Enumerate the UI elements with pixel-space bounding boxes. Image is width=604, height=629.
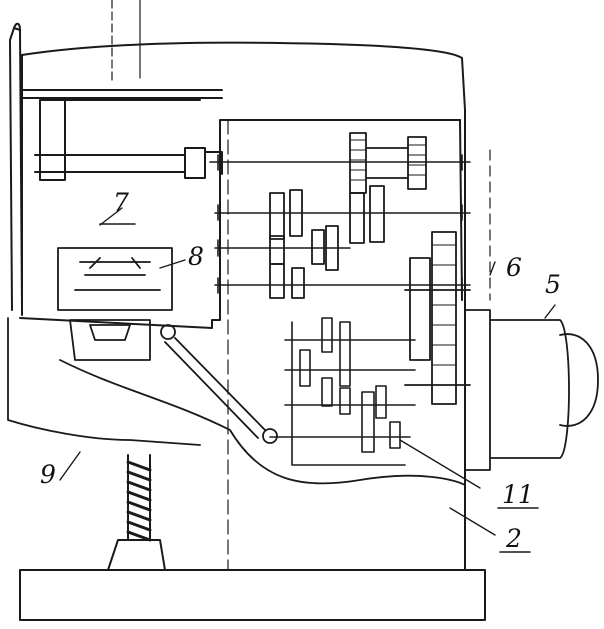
upper-gear-cluster xyxy=(269,132,427,299)
callout-6: 6 xyxy=(506,253,522,282)
lower-gear-cluster xyxy=(269,317,416,466)
callout-5: 5 xyxy=(545,270,561,299)
leader-lines xyxy=(59,207,556,536)
base-plate xyxy=(19,569,486,621)
callout-8: 8 xyxy=(188,242,204,271)
upper-shafts xyxy=(209,154,471,294)
callout-11: 11 xyxy=(502,480,534,509)
callout-2: 2 xyxy=(506,524,522,553)
table-mechanism xyxy=(57,247,173,361)
lead-screw xyxy=(107,454,166,571)
lever-handle xyxy=(9,22,23,311)
main-gear-motor xyxy=(404,231,599,471)
linkage xyxy=(160,324,278,444)
lower-body xyxy=(7,317,466,486)
callout-9: 9 xyxy=(40,460,56,489)
label-underlines xyxy=(99,223,539,553)
housing-outline xyxy=(21,0,466,316)
gearbox-frame xyxy=(19,119,491,571)
callout-7: 7 xyxy=(113,188,129,217)
